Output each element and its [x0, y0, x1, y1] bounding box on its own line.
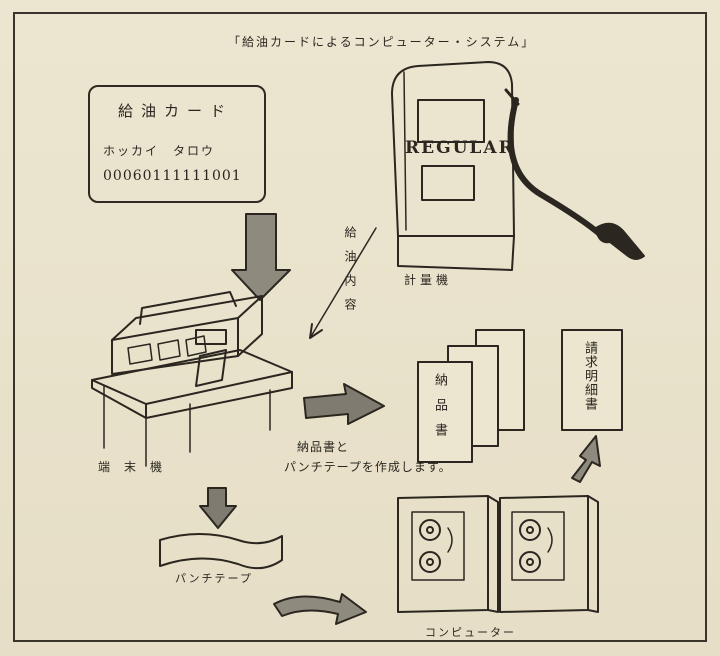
output-text-line1: 納品書と: [297, 440, 350, 454]
invoice-illustration: [561, 329, 623, 431]
diagram-title: 「給油カードによるコンピューター・システム」: [228, 35, 536, 49]
fuel-card-heading: 給油カード: [118, 102, 234, 120]
terminal-machine-illustration: [91, 291, 293, 467]
pump-regular-sign: REGULAR: [405, 138, 515, 158]
fuel-card: [88, 85, 266, 203]
invoice-label: 請求明細書: [582, 341, 597, 411]
delivery-slip-illustration: [417, 329, 525, 463]
terminal-label: 端末機: [98, 460, 177, 474]
terminal-to-documents-arrow: [303, 383, 385, 425]
fuel-card-number: 00060111111001: [103, 168, 242, 184]
fuel-data-label: 給油内容: [343, 226, 357, 322]
computer-to-invoice-arrow: [571, 435, 601, 483]
diagram-frame: [13, 12, 707, 642]
tape-to-computer-arrow: [273, 593, 367, 625]
fuel-card-holder-name: ホッカイ タロウ: [103, 144, 216, 158]
card-to-terminal-arrow: [231, 213, 291, 301]
delivery-slip-label: 納品書: [432, 373, 447, 448]
computer-illustration: [397, 495, 599, 613]
output-text-line2: パンチテープを作成します。: [284, 460, 452, 474]
fuel-pump-illustration: [391, 61, 645, 271]
pump-label: 計量機: [404, 273, 453, 287]
fuel-data-flow-arrow: [309, 227, 377, 339]
punch-tape-illustration: [159, 533, 283, 570]
punch-tape-label: パンチテープ: [175, 572, 253, 585]
computer-label: コンピューター: [425, 626, 516, 639]
terminal-to-tape-arrow: [199, 487, 237, 529]
